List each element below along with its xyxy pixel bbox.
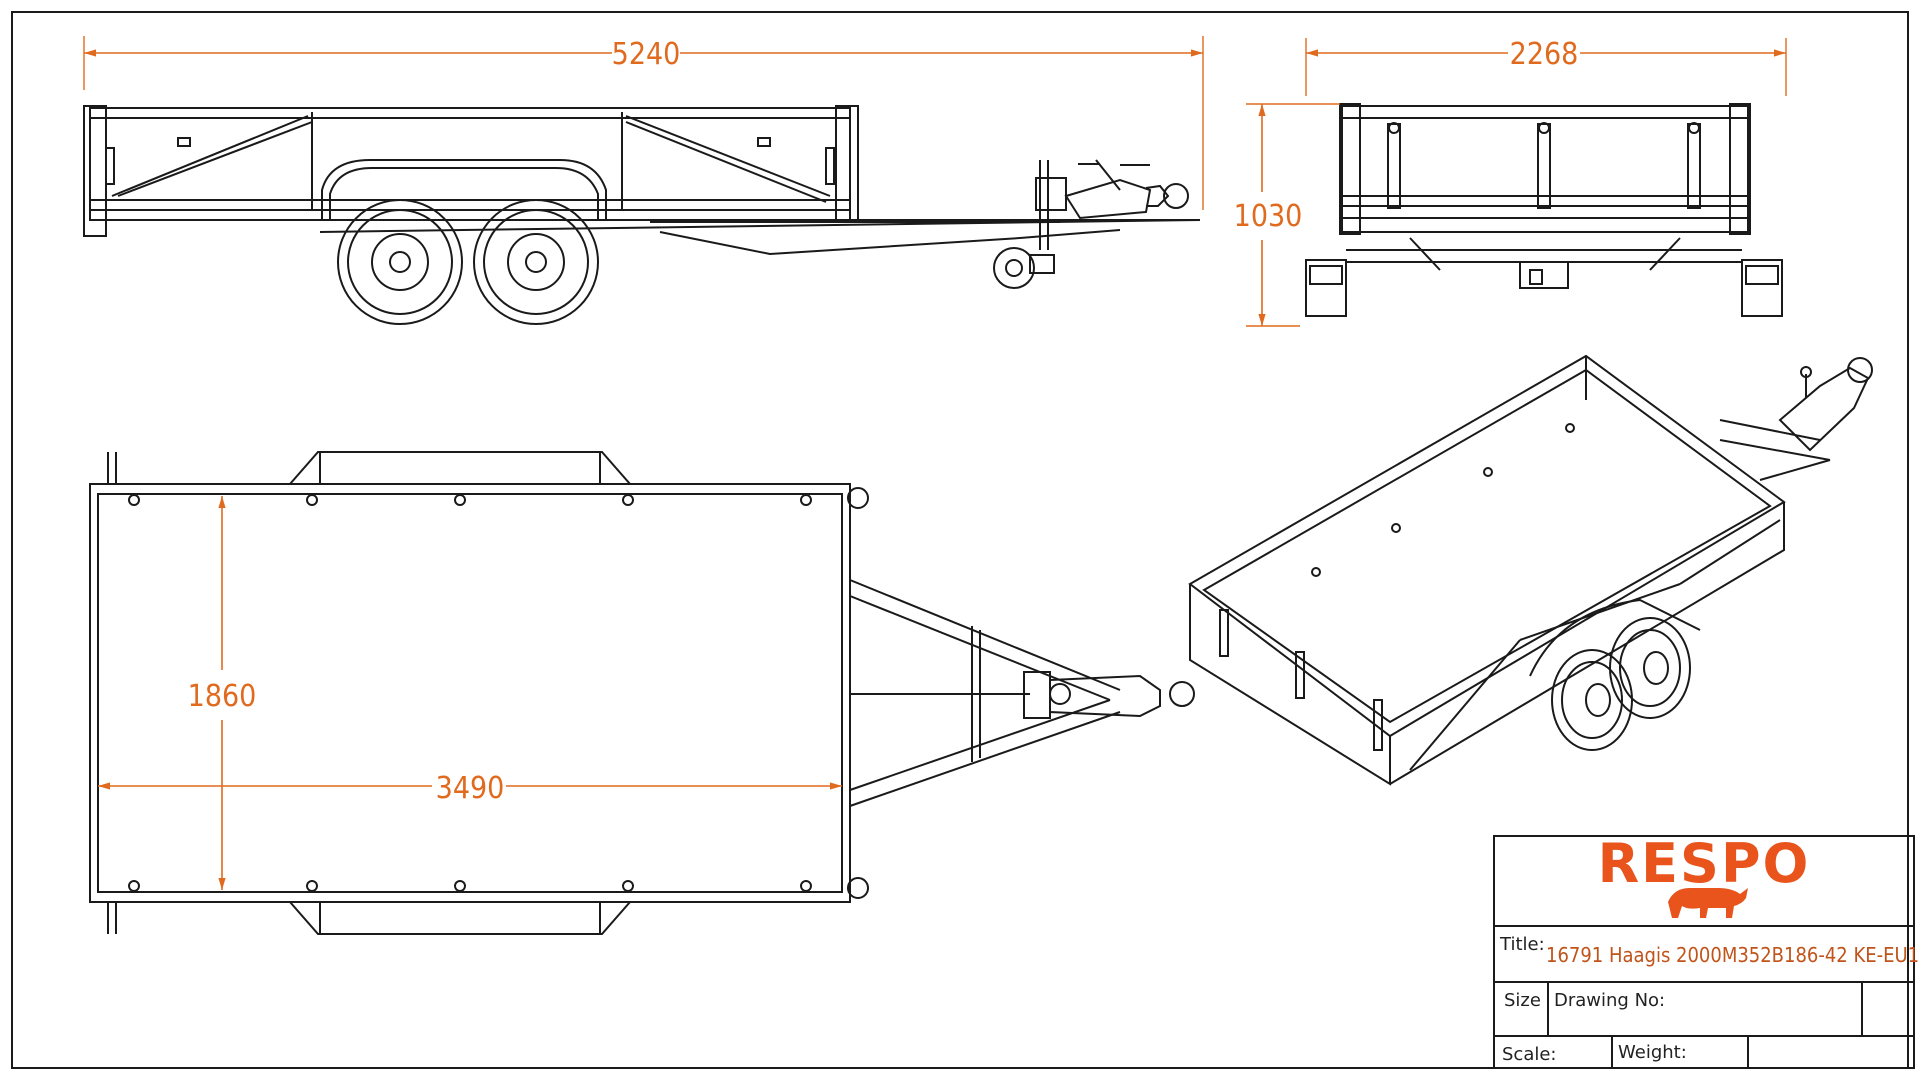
dim-label-2268: 2268 [1510,37,1579,72]
title-block [1493,835,1915,1069]
weight-label: Weight: [1618,1042,1687,1063]
side-view [83,105,1201,325]
sheet-border [11,11,1909,1069]
dim-overall-width [1305,38,1787,96]
isometric-view [1188,354,1873,786]
dim-label-1860: 1860 [188,679,257,714]
drawing-no-label: Drawing No: [1554,990,1665,1011]
dim-label-5240: 5240 [612,37,681,72]
scale-label: Scale: [1502,1044,1557,1065]
dim-body-height [1246,103,1340,327]
title-label: Title: [1499,934,1545,955]
front-view [1305,103,1783,317]
title-value: 16791 Haagis 2000M352B186-42 KE-EU1- [1546,943,1920,967]
dim-overall-length [83,36,1204,210]
bull-icon [1668,888,1748,918]
top-view [89,451,1195,935]
dim-label-3490: 3490 [436,771,505,806]
dim-label-1030: 1030 [1234,199,1303,234]
brand-logo-text: RESPO [1598,832,1811,895]
size-label: Size [1504,990,1541,1011]
